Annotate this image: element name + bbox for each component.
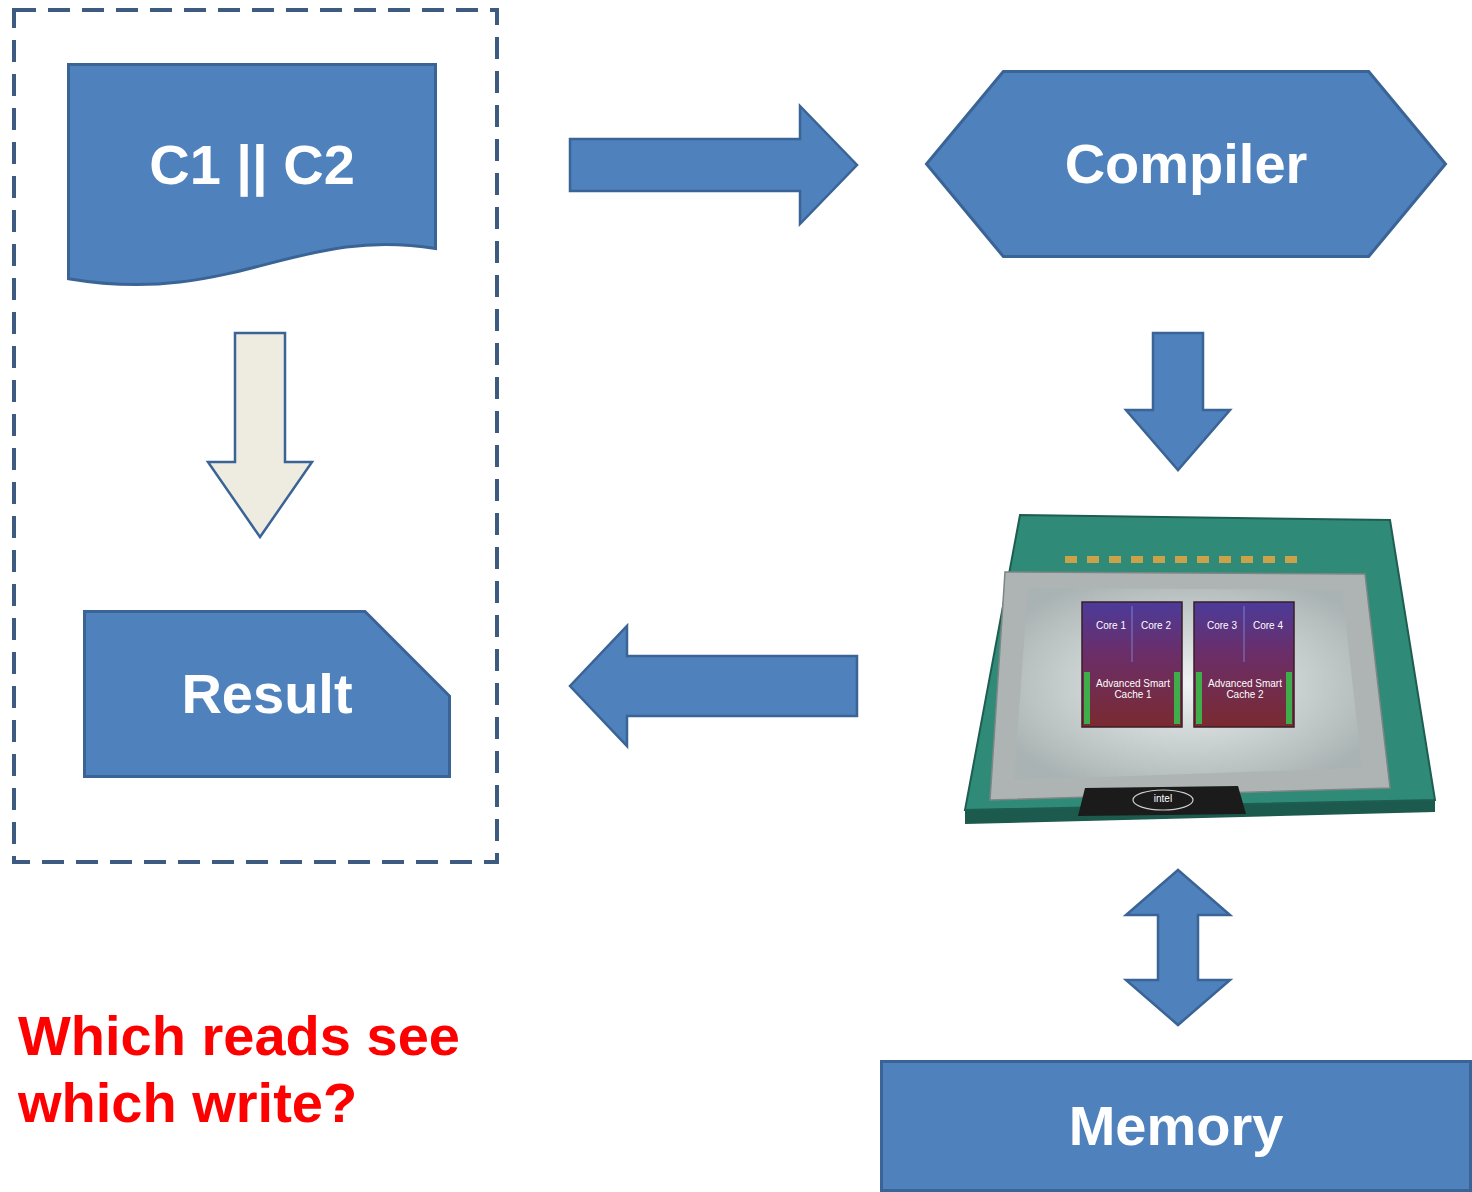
die-divider [1244,606,1245,662]
logo-strip [1078,786,1246,816]
gold-pad [1175,556,1187,563]
die-stripe [1196,672,1202,724]
core-label: Core 1 [1088,620,1134,631]
pcb-board [965,515,1435,810]
memory-box-outline [882,1062,1471,1191]
die-stripe [1174,672,1180,724]
result-card: Result [83,610,451,778]
block-arrow [1126,333,1230,470]
document-box: C1 || C2 [67,63,437,295]
text-holder: Result [83,610,451,778]
shape-outline [920,510,1440,860]
core-die [1194,602,1294,727]
gold-pad [1219,556,1231,563]
text-holder: Memory [880,1060,1472,1192]
die-divider [1132,606,1133,662]
box-label: Memory [1069,1095,1284,1157]
question-note: Which reads see which write? [18,1002,518,1136]
double-block-arrow [1126,870,1230,1025]
compiler-hexagon: Compiler [925,70,1447,258]
brand-logo-text: intel [1133,793,1193,804]
heat-spreader [990,572,1390,800]
die-stripe [1084,672,1090,724]
gold-pad [1263,556,1275,563]
core-label: Core 3 [1199,620,1245,631]
gold-pad [1241,556,1253,563]
core-label: Core 4 [1245,620,1291,631]
compiler-hexagon-outline [927,72,1446,257]
block-arrow [570,626,857,746]
gold-pad [1197,556,1209,563]
block-arrow [208,333,312,537]
gold-pad [1065,556,1077,563]
block-arrow [570,106,857,224]
dashed-group-frame [14,10,497,862]
die-stripe [1286,672,1292,724]
gold-pad [1131,556,1143,563]
text-holder: C1 || C2 [67,63,437,295]
cache-label: Advanced Smart Cache 1 [1090,678,1176,700]
box-label: Result [181,663,352,725]
text-holder: Compiler [925,70,1447,258]
heat-spreader-top [1014,588,1362,780]
gold-pad [1285,556,1297,563]
box-label: Compiler [1065,133,1308,195]
logo-ring [1133,790,1193,810]
memory-box: Memory [880,1060,1472,1192]
gold-pad [1153,556,1165,563]
gold-pad [1087,556,1099,563]
gold-pad [1109,556,1121,563]
cache-label: Advanced Smart Cache 2 [1202,678,1288,700]
core-die [1082,602,1182,727]
cpu-chip: Core 1Core 2 Core 3Core 4 Advanced Smart C… [920,510,1440,860]
result-card-outline [85,612,450,777]
core-label: Core 2 [1133,620,1179,631]
box-label: C1 || C2 [149,134,355,196]
document-box-outline [69,65,436,285]
